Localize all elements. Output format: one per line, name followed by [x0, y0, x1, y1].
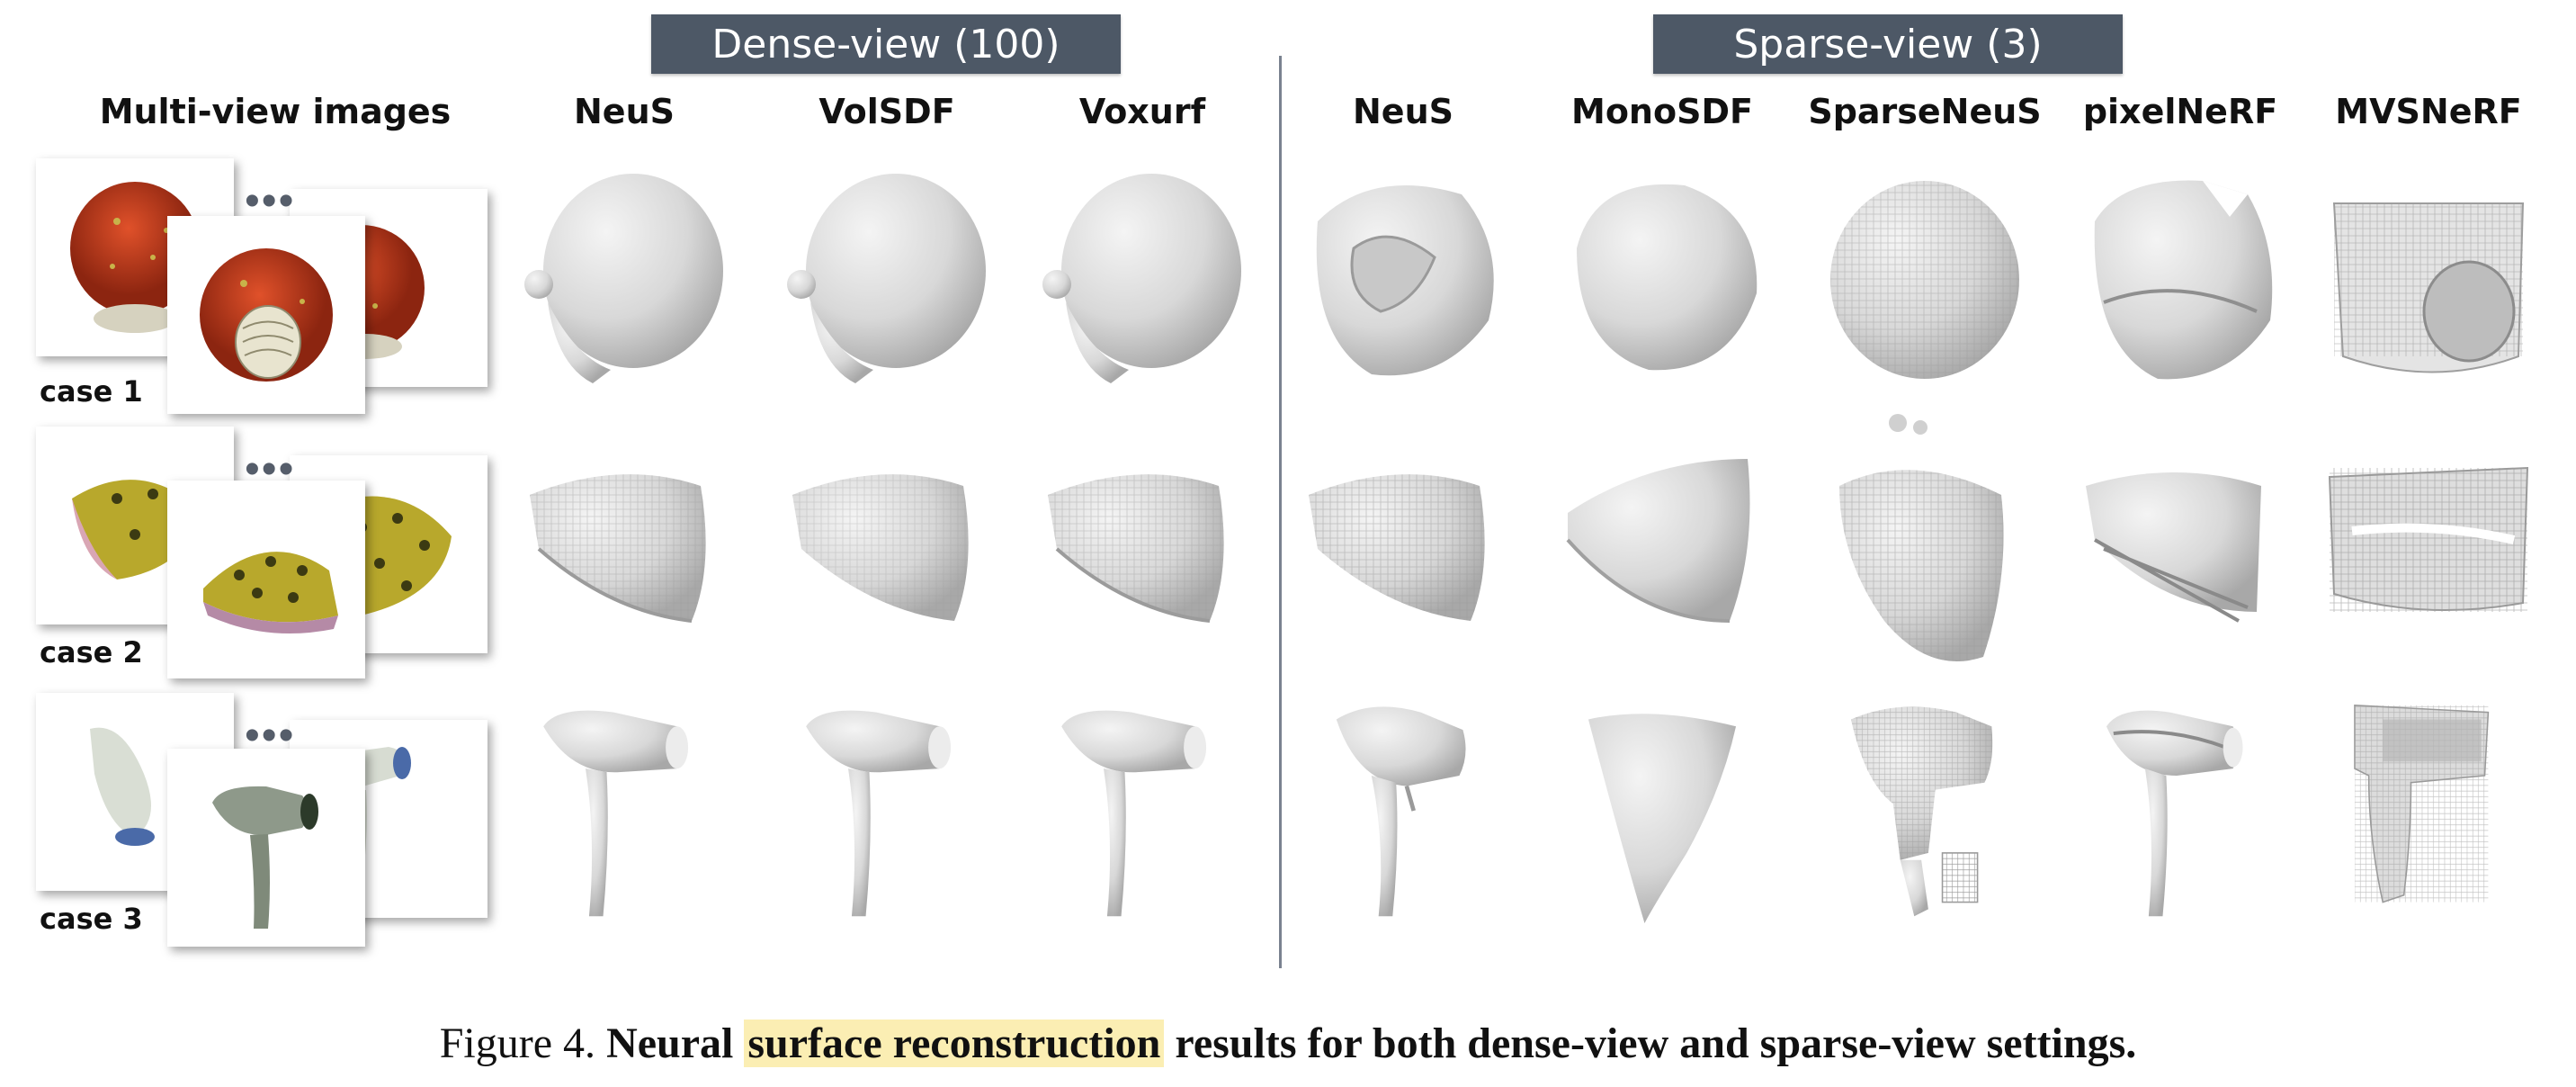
- case3-dense-voxurf-mesh: [1030, 698, 1255, 923]
- case2-sparse-monosdf-mesh: [1550, 441, 1775, 666]
- case1-sparse-pixelnerf-mesh: [2068, 167, 2293, 392]
- dense-volsdf-header: VolSDF: [818, 92, 955, 131]
- caption-pre: Neural: [606, 1020, 734, 1067]
- case3-sparse-monosdf-mesh: [1550, 698, 1775, 923]
- case3-sparse-mvsnerf-mesh: [2316, 698, 2541, 923]
- settings-divider: [1279, 56, 1282, 968]
- case3-sparse-sparseneus-mesh: [1812, 698, 2037, 923]
- case1-view-front: [167, 216, 365, 414]
- case2-dense-volsdf-mesh: [774, 441, 999, 666]
- caption-post: results for both dense-view and sparse-v…: [1175, 1020, 2137, 1067]
- sparse-sparseneus-header: SparseNeuS: [1808, 92, 2042, 131]
- case2-sparse-sparseneus-mesh: [1812, 414, 2037, 666]
- case1-sparse-mvsnerf-mesh: [2316, 167, 2541, 392]
- caption-figure-number: Figure 4.: [439, 1020, 596, 1067]
- case3-sparse-neus-mesh: [1291, 698, 1516, 923]
- case1-more-views-indicator: •••: [245, 177, 296, 225]
- sparse-monosdf-header: MonoSDF: [1571, 92, 1753, 131]
- sparse-neus-header: NeuS: [1353, 92, 1453, 131]
- multiview-header: Multi-view images: [99, 92, 452, 131]
- case3-dense-volsdf-mesh: [774, 698, 999, 923]
- case2-sparse-neus-mesh: [1291, 441, 1516, 666]
- case1-dense-voxurf-mesh: [1030, 167, 1255, 392]
- case3-sparse-pixelnerf-mesh: [2068, 698, 2293, 923]
- case2-view-front: [167, 481, 365, 678]
- case2-sparse-mvsnerf-mesh: [2316, 441, 2541, 666]
- case2-label: case 2: [40, 635, 143, 669]
- case1-sparse-monosdf-mesh: [1550, 167, 1775, 392]
- dense-view-banner: Dense-view (100): [651, 14, 1121, 74]
- sparse-view-banner: Sparse-view (3): [1653, 14, 2123, 74]
- case1-sparse-sparseneus-mesh: [1812, 167, 2037, 392]
- case2-dense-voxurf-mesh: [1030, 441, 1255, 666]
- case1-dense-volsdf-mesh: [774, 167, 999, 392]
- case3-label: case 3: [40, 902, 143, 936]
- sparse-pixelnerf-header: pixelNeRF: [2082, 92, 2278, 131]
- case1-sparse-neus-mesh: [1291, 167, 1516, 392]
- case2-sparse-pixelnerf-mesh: [2068, 441, 2293, 666]
- case3-view-front: [167, 749, 365, 947]
- caption-highlight: surface reconstruction: [744, 1020, 1165, 1067]
- sparse-mvsnerf-header: MVSNeRF: [2335, 92, 2522, 131]
- case1-label: case 1: [40, 374, 143, 409]
- dense-voxurf-header: Voxurf: [1078, 92, 1206, 131]
- figure-caption: Figure 4. Neural surface reconstruction …: [0, 1019, 2576, 1068]
- dense-neus-header: NeuS: [574, 92, 675, 131]
- case3-dense-neus-mesh: [512, 698, 737, 923]
- case2-dense-neus-mesh: [512, 441, 737, 666]
- case1-dense-neus-mesh: [512, 167, 737, 392]
